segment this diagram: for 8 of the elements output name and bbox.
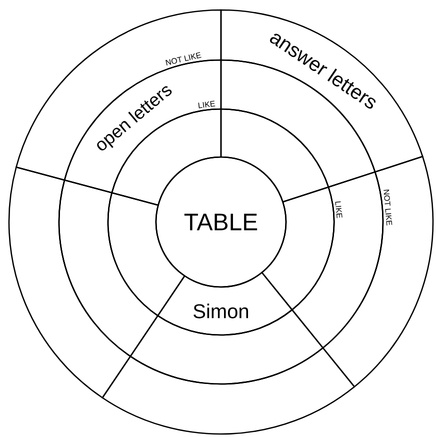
ring-label: LIKE <box>198 100 216 108</box>
sector-cell: Simon <box>157 272 293 336</box>
sector-cell <box>322 156 434 388</box>
ring-label: NOT LIKE <box>384 190 392 226</box>
ring-label: LIKE <box>335 201 342 218</box>
sector-cell <box>8 166 132 398</box>
sector-cell <box>102 347 356 434</box>
sector-cell <box>16 9 222 181</box>
